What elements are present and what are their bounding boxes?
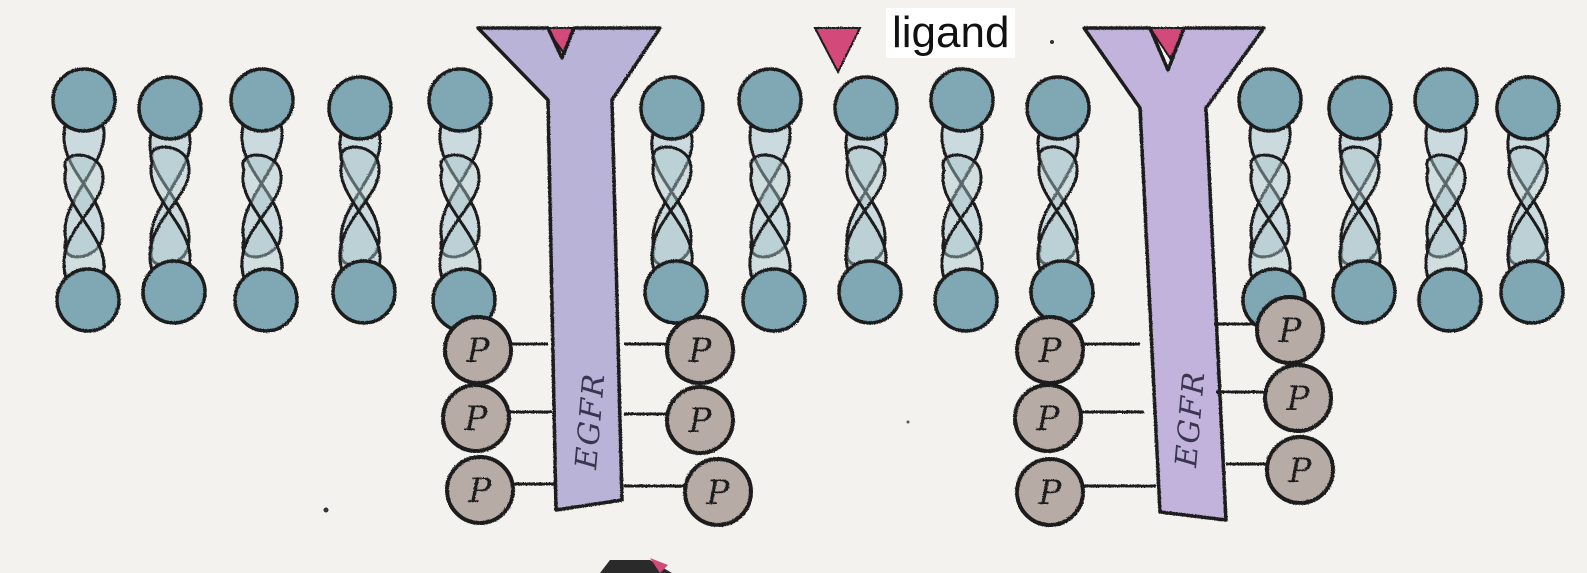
lipid-head xyxy=(935,269,997,331)
lipid-head xyxy=(139,77,201,139)
phosphate-label: P xyxy=(1038,331,1063,371)
lipid-head xyxy=(235,269,297,331)
phosphate-label: P xyxy=(688,401,713,441)
lipid-head xyxy=(57,269,119,331)
phosphate-label: P xyxy=(706,473,731,513)
phosphate-label: P xyxy=(1288,451,1313,491)
phosphate-label: P xyxy=(1036,399,1061,439)
phosphate-label: P xyxy=(468,471,493,511)
ligand-label: ligand xyxy=(886,8,1015,58)
lipid-head xyxy=(835,77,897,139)
lipid-head xyxy=(143,261,205,323)
lipid-head xyxy=(645,261,707,323)
lipid-head xyxy=(743,269,805,331)
lipid-head xyxy=(333,261,395,323)
ink-speck xyxy=(907,421,910,424)
lipid-head xyxy=(641,77,703,139)
lipid-head xyxy=(1419,269,1481,331)
lipid-head xyxy=(429,69,491,131)
lipid-head xyxy=(839,261,901,323)
phosphate-label: P xyxy=(1278,311,1303,351)
lipid-head xyxy=(1239,69,1301,131)
lipid-head xyxy=(1415,69,1477,131)
phosphate-label: P xyxy=(1286,379,1311,419)
lipid-head xyxy=(1333,261,1395,323)
phosphate-label: P xyxy=(466,331,491,371)
lipid-head xyxy=(931,69,993,131)
phosphate-label: P xyxy=(1038,473,1063,513)
lipid-head xyxy=(1329,77,1391,139)
phosphate-label: P xyxy=(464,399,489,439)
lipid-head xyxy=(1497,77,1559,139)
lipid-head xyxy=(1027,77,1089,139)
ink-speck xyxy=(324,508,329,513)
phosphate-label: P xyxy=(688,331,713,371)
lipid-head xyxy=(1501,261,1563,323)
lipid-head xyxy=(231,69,293,131)
ink-speck xyxy=(1050,40,1054,44)
lipid-head xyxy=(1031,261,1093,323)
lipid-head xyxy=(739,69,801,131)
lipid-head xyxy=(53,69,115,131)
lipid-head xyxy=(329,77,391,139)
